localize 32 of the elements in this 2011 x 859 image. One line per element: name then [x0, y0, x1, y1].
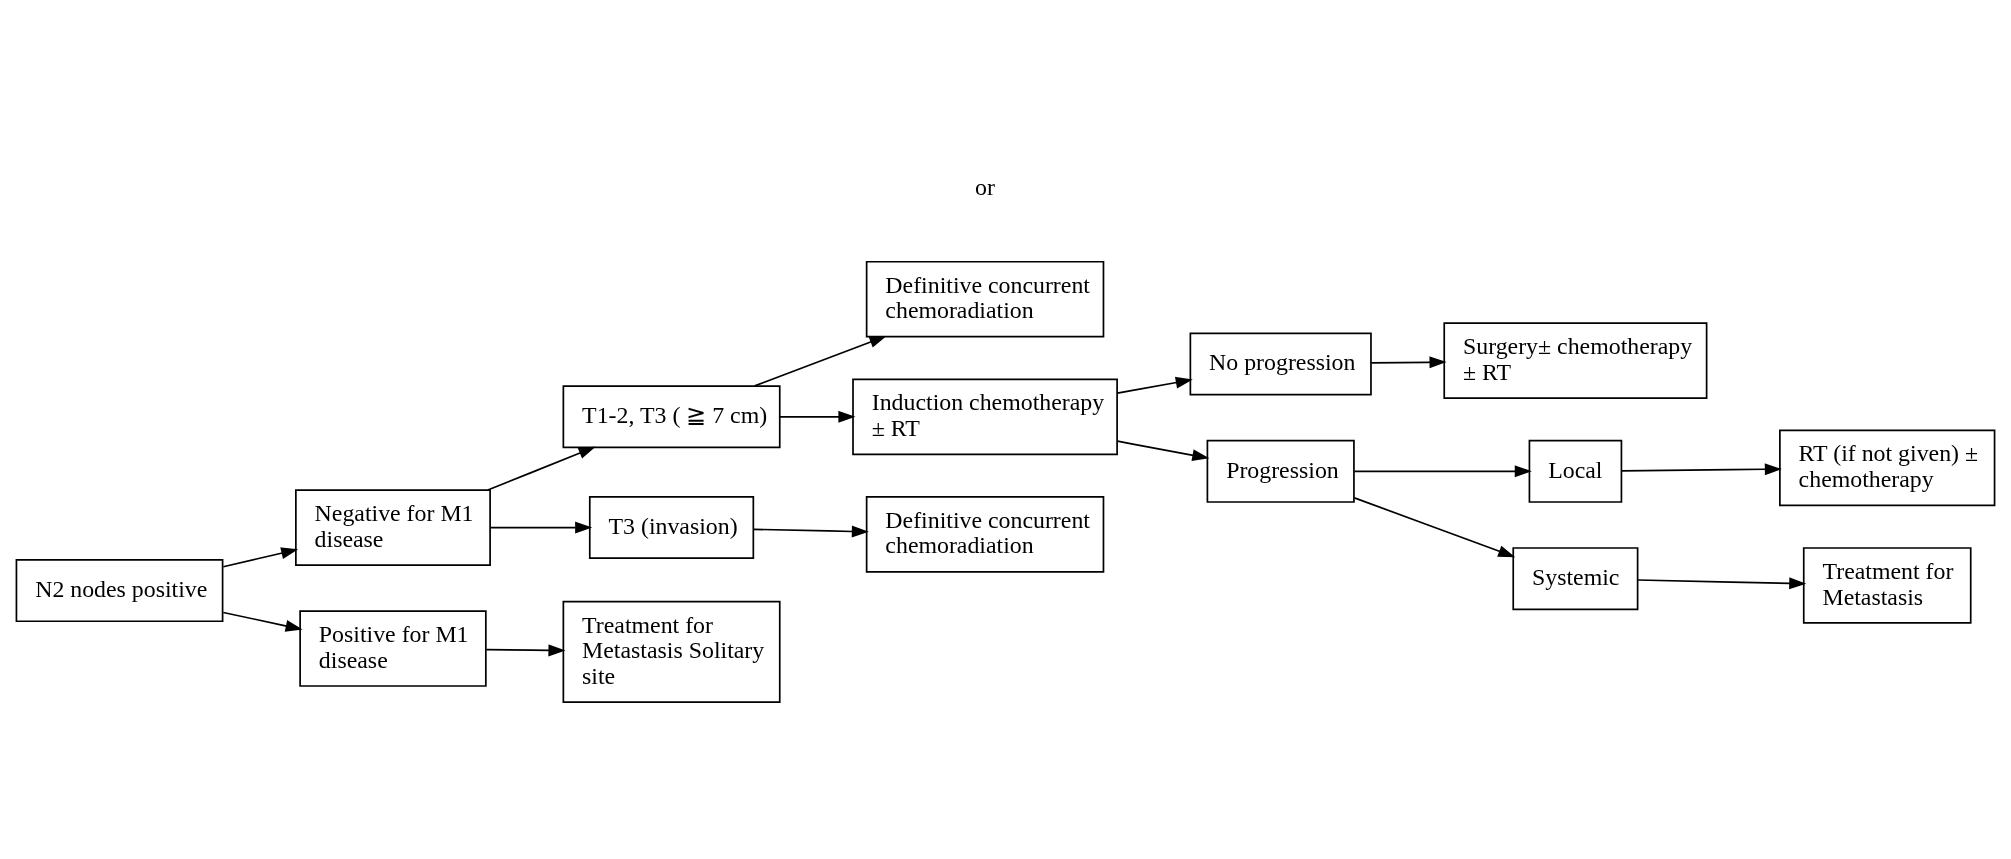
arrow [222, 611, 303, 632]
node-box: Progression [1206, 439, 1355, 503]
node-box: Negative for M1 disease [295, 488, 491, 566]
arrow [753, 335, 887, 387]
label: or [975, 173, 995, 200]
arrow [1116, 439, 1210, 461]
arrow [1621, 462, 1782, 475]
node-box: Surgery± chemotherapy ± RT [1443, 321, 1708, 399]
arrow [753, 525, 869, 537]
node-box: No progression [1189, 331, 1372, 395]
node-box: Induction chemotherapy ± RT [852, 377, 1118, 455]
node-box: Definitive concurrent chemoradiation [865, 260, 1105, 338]
node-box: Treatment for Metastasis Solitary site [562, 600, 781, 703]
arrow [485, 643, 566, 656]
node-box: Positive for M1 disease [299, 609, 487, 687]
node-box: Systemic [1512, 546, 1639, 610]
node-box: T1-2, T3 ( ≧ 7 cm) [562, 384, 781, 448]
arrow [487, 446, 596, 491]
node-box: Definitive concurrent chemoradiation [865, 495, 1105, 573]
arrow [1370, 355, 1447, 368]
arrow [779, 410, 856, 423]
arrow [1353, 496, 1516, 557]
arrow [489, 521, 593, 533]
arrow [1637, 576, 1807, 589]
node-box: T3 (invasion) [588, 495, 755, 559]
arrow [1116, 376, 1193, 394]
node-box: RT (if not given) ± chemotherapy [1779, 429, 1996, 506]
node-box: Local [1528, 439, 1623, 503]
node-box: N2 nodes positive [15, 558, 224, 622]
node-box: Treatment for Metastasis [1802, 546, 1972, 624]
arrow [222, 546, 299, 568]
arrow [1353, 464, 1532, 477]
